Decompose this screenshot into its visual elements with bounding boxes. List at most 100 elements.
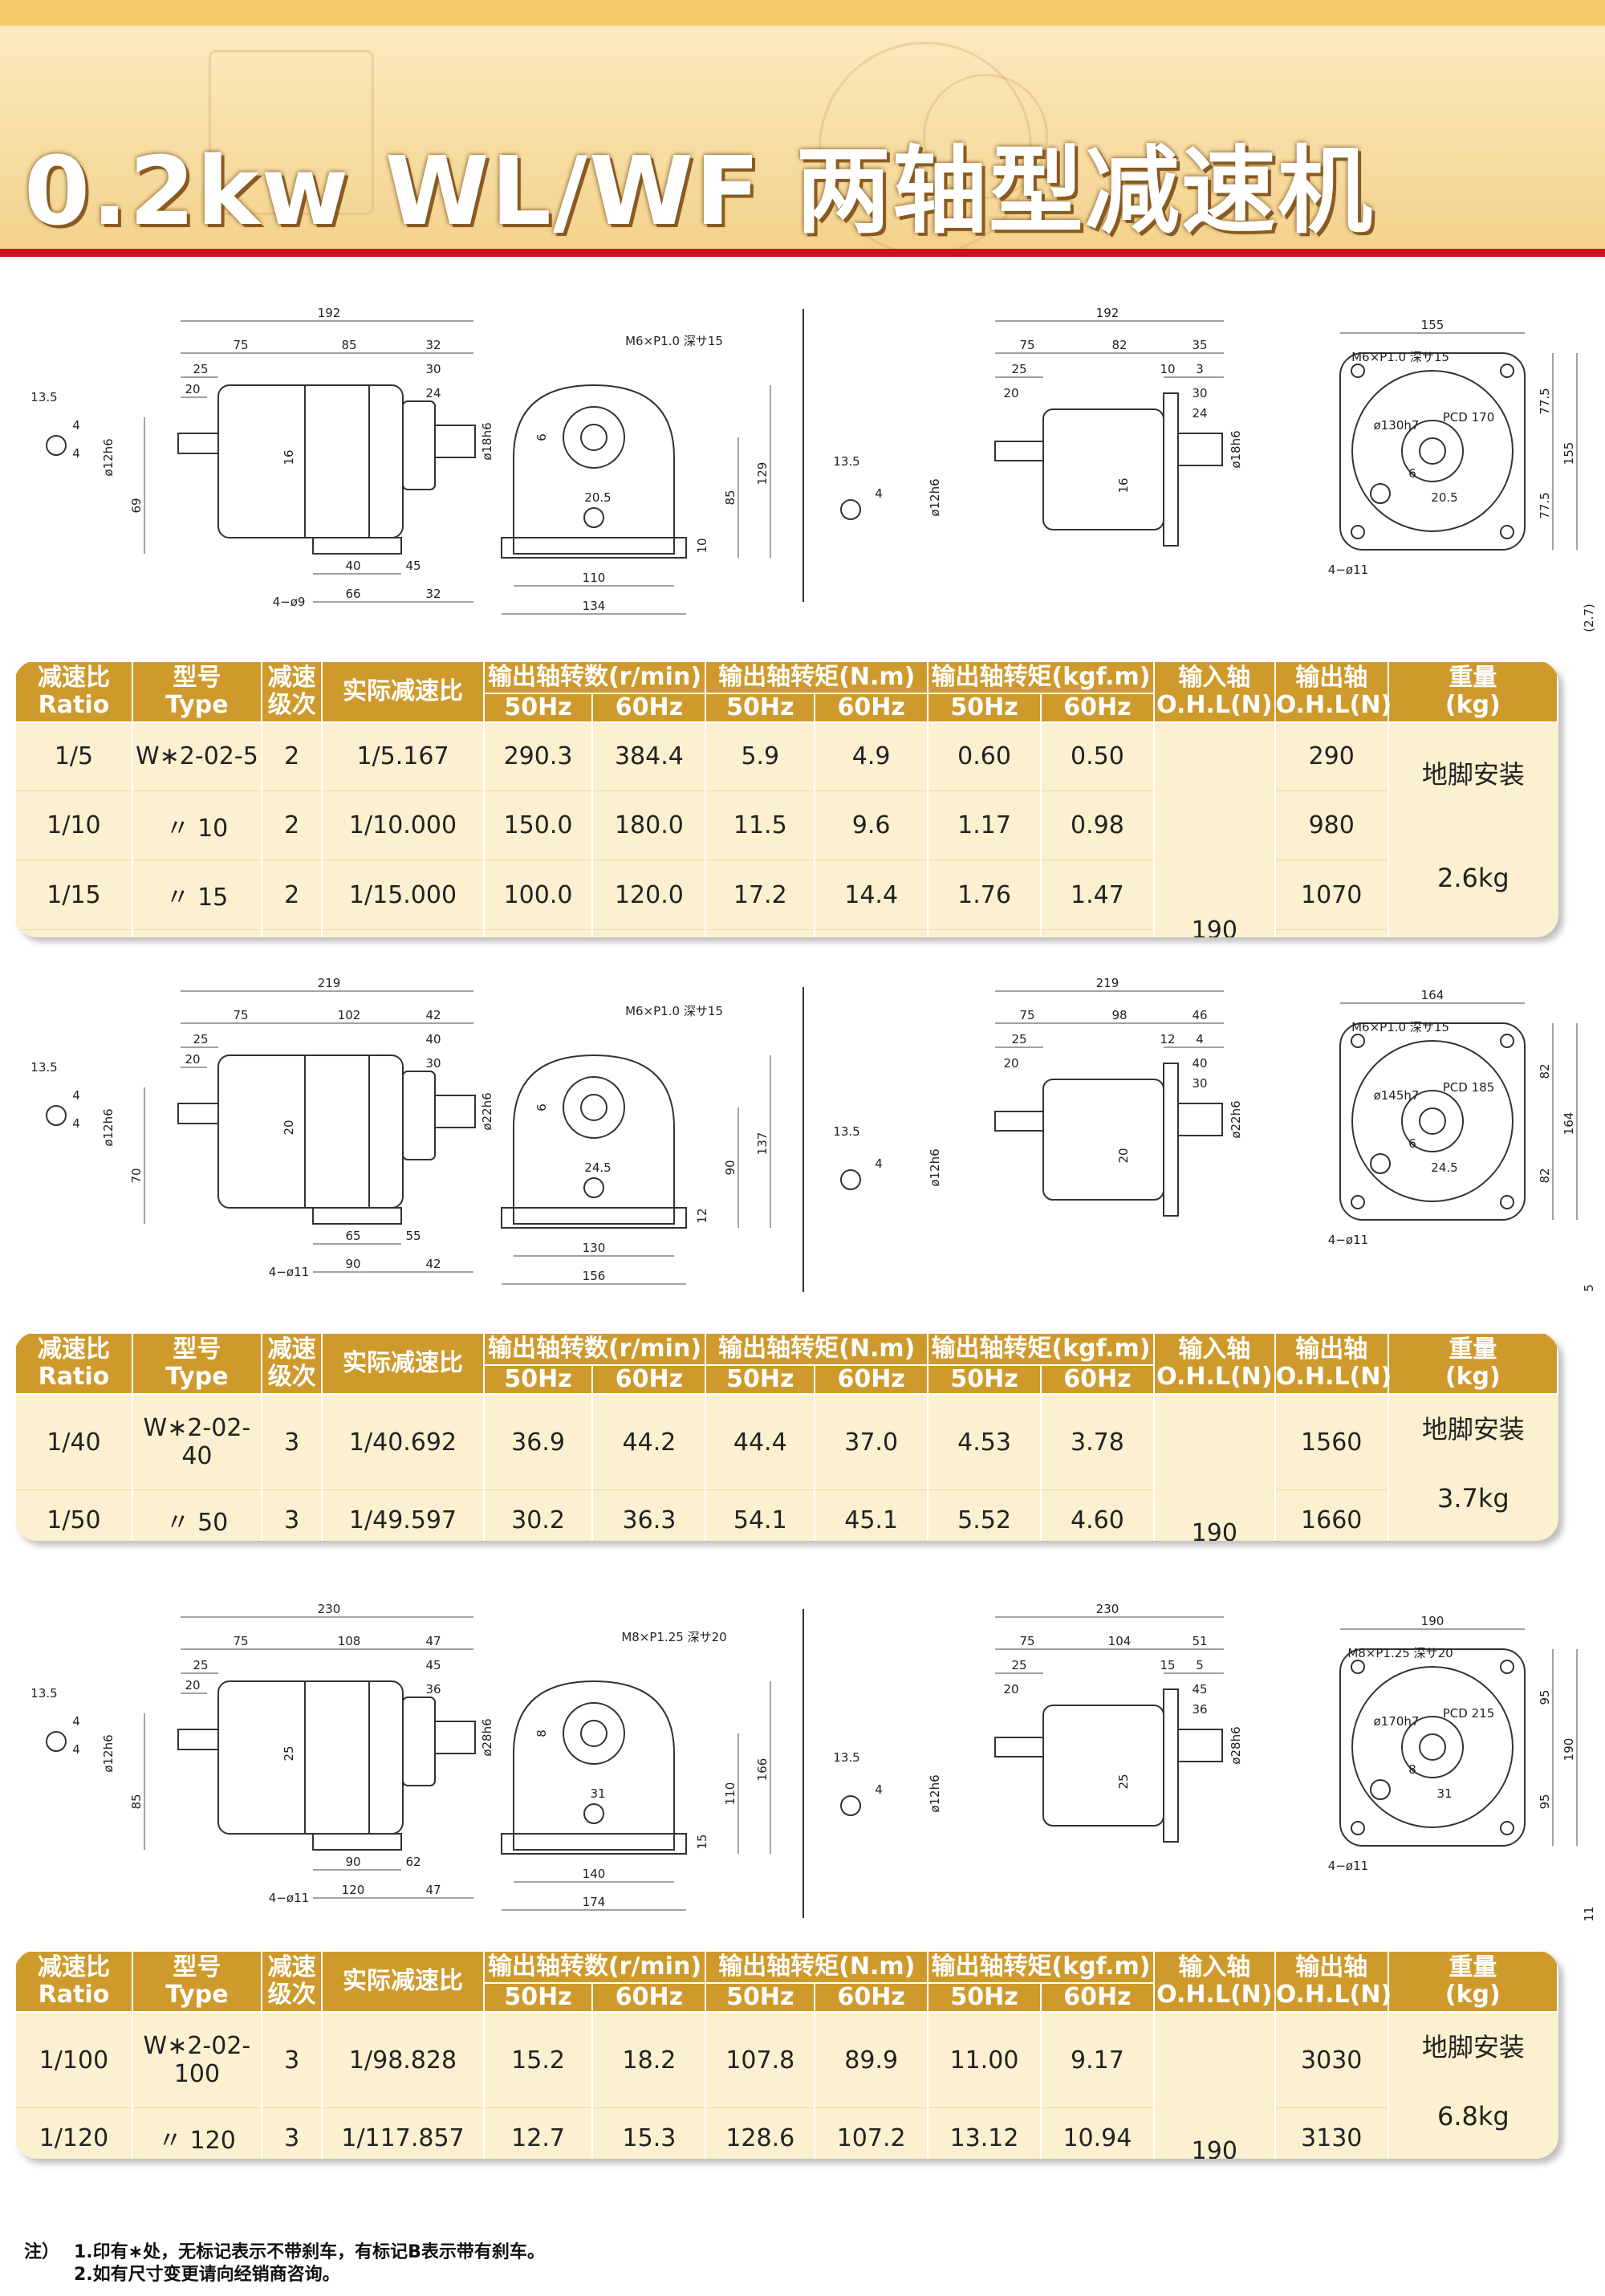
cell-type: 〃 20 (131, 929, 262, 937)
mounting-hole (1500, 1034, 1514, 1048)
dimension-label: 104 (1108, 1634, 1132, 1648)
dimension-label: 20 (1116, 1148, 1131, 1163)
header-decoration (923, 74, 1048, 199)
dimension-label: 25 (193, 1032, 208, 1046)
dimension-label: 12 (1160, 1032, 1175, 1046)
cell-t60: 18.4 (814, 929, 928, 937)
cell-input-ohl: 190 (1152, 1394, 1275, 1541)
dimension-label: 42 (425, 1257, 441, 1271)
cell-k50: 5.52 (927, 1489, 1041, 1541)
cell-t60: 9.6 (814, 790, 928, 861)
output-shaft (434, 1721, 476, 1754)
output-shaft (434, 1095, 476, 1128)
mounting-flange (1163, 1688, 1179, 1843)
cell-actual: 1/40.692 (321, 1394, 484, 1491)
dimension-label: 4−ø11 (1328, 1859, 1368, 1873)
dimension-label: 5 (1582, 1284, 1596, 1292)
cell-t60: 37.0 (814, 1394, 928, 1491)
dimension-label: 192 (1096, 306, 1119, 320)
col-weight-header-cn: 重量 (1449, 1335, 1497, 1363)
output-shaft-end (580, 1094, 607, 1121)
cell-type: 〃 15 (131, 859, 262, 930)
cell-s60: 36.3 (591, 1489, 706, 1541)
dimension-label: 192 (318, 306, 341, 320)
dimension-label: 110 (583, 571, 606, 585)
col-speed-header: 输出轴转数(r/min) (482, 660, 707, 694)
dimension-label: 45 (405, 559, 421, 573)
cell-stages: 2 (260, 722, 323, 791)
cell-ratio: 1/20 (14, 929, 132, 937)
dimension-label: 15 (1160, 1658, 1175, 1672)
cell-t60: 89.9 (814, 2012, 928, 2109)
dimension-label: 20 (282, 1120, 296, 1135)
dimension-label: ø12h6 (101, 438, 116, 476)
cell-s60: 120.0 (591, 859, 706, 930)
dimension-label: 45 (1192, 1682, 1207, 1697)
dimension-label: 20.5 (584, 490, 611, 505)
cell-ratio: 1/10 (14, 790, 132, 861)
input-key-detail (46, 1105, 67, 1126)
dimension-label: M8×P1.25 深サ20 (621, 1630, 726, 1644)
dimension-label: M6×P1.0 深サ15 (625, 1004, 723, 1018)
dimension-label: 40 (425, 1032, 441, 1046)
dimension-label: ø12h6 (101, 1734, 116, 1772)
dimension-label: 75 (233, 1008, 248, 1022)
dimension-label: 190 (1562, 1738, 1576, 1762)
dimension-label: 25 (1011, 362, 1026, 376)
output-shaft-end (1419, 437, 1446, 465)
col-ratio-header-en: Ratio (38, 1363, 110, 1391)
dimension-label: 69 (129, 498, 144, 513)
dimension-label: 10 (1160, 362, 1175, 376)
dimension-label: ø18h6 (480, 422, 494, 460)
dimension-label: 20.5 (1431, 490, 1457, 505)
dimension-label: 30 (425, 1056, 441, 1071)
dimension-label: 75 (233, 1634, 248, 1648)
col-60hz-header: 60Hz (814, 1364, 929, 1395)
dimension-label: M6×P1.0 深サ15 (625, 334, 723, 348)
mounting-flange (1163, 1063, 1179, 1217)
weight-foot: 地脚安装3.7kg (1421, 1414, 1525, 1514)
input-shaft (994, 1737, 1044, 1758)
dimension-label: 137 (755, 1132, 770, 1156)
col-input-ohl-header-en: O.H.L(N) (1156, 691, 1273, 719)
dimension-label: 77.5 (1538, 492, 1552, 518)
dimension-label: 4−ø11 (269, 1265, 309, 1279)
dimension-label: 30 (425, 362, 441, 376)
dimension-label: 16 (1116, 477, 1131, 493)
dimension-label: 16 (282, 449, 296, 465)
dimension-label: 120 (342, 1883, 365, 1897)
dimension-label: 11 (1582, 1906, 1596, 1921)
cell-s50: 12.7 (482, 2107, 593, 2159)
dimension-label: 134 (583, 599, 606, 613)
dimension-label: 75 (233, 338, 248, 352)
dimension-label: 108 (338, 1634, 361, 1648)
weight-foot: 地脚安装6.8kg (1421, 2032, 1525, 2131)
square-flange (1339, 1648, 1526, 1847)
cell-s50: 290.3 (482, 722, 593, 791)
cell-output-ohl: 1660 (1274, 1489, 1388, 1541)
cell-output-ohl: 1170 (1274, 929, 1388, 937)
dimension-label: 4 (72, 1088, 80, 1103)
col-type-header-cn: 型号 (173, 664, 221, 692)
cell-ratio: 1/40 (14, 1394, 132, 1491)
mounting-hole (1500, 1821, 1514, 1835)
dimension-label: 95 (1538, 1689, 1552, 1705)
header-decoration (209, 50, 374, 215)
dimension-label: 36 (425, 1682, 441, 1697)
output-shaft-end (1419, 1733, 1446, 1761)
dimension-label: 6 (1408, 1136, 1416, 1151)
col-60hz-header: 60Hz (591, 693, 707, 723)
col-ratio-header-cn: 减速比 (37, 664, 110, 692)
weight-flange: 法兰安装2.7kg (1389, 930, 1558, 937)
drawing-divider (802, 987, 804, 1292)
dimension-label: ø12h6 (928, 1774, 942, 1812)
col-input-ohl-header-cn: 输入轴 (1178, 1953, 1251, 1981)
